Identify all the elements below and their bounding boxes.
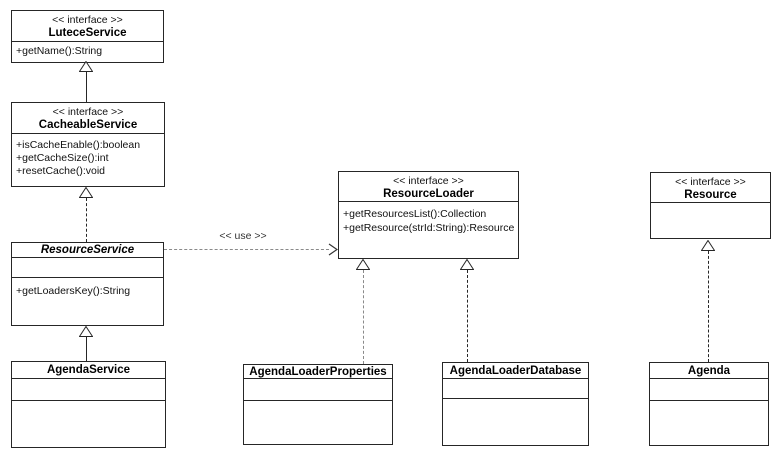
- class-header: AgendaLoaderProperties: [244, 365, 392, 379]
- methods-compartment: +isCacheEnable():boolean +getCacheSize()…: [12, 134, 164, 178]
- method-label: +getCacheSize():int: [16, 152, 109, 164]
- attributes-compartment: [12, 379, 165, 401]
- realization-line-agenda-loader-properties: [363, 270, 364, 364]
- class-name-label: AgendaLoaderDatabase: [449, 364, 582, 377]
- dependency-line-use: [164, 249, 329, 250]
- realization-line-resource-service-to-cacheable: [86, 198, 87, 242]
- methods-compartment: +getResourcesList():Collection +getResou…: [339, 202, 518, 235]
- methods-compartment: [244, 401, 392, 406]
- generalization-triangle-lutece-service: [79, 61, 93, 72]
- class-header: << interface >> CacheableService: [12, 103, 164, 134]
- class-header: << interface >> LuteceService: [12, 11, 163, 42]
- stereotype-label: << interface >>: [393, 175, 464, 187]
- class-header: AgendaService: [12, 362, 165, 379]
- realization-triangle-resource-loader-right: [460, 259, 474, 270]
- realization-triangle-resource-loader-left: [356, 259, 370, 270]
- class-name-label: AgendaLoaderProperties: [249, 365, 387, 378]
- stereotype-label: << interface >>: [675, 176, 746, 188]
- realization-triangle-cacheable-service: [79, 187, 93, 198]
- class-name-label: ResourceService: [40, 243, 135, 256]
- stereotype-label: << interface >>: [52, 14, 123, 26]
- class-box-agenda: Agenda: [649, 362, 769, 446]
- methods-compartment: [650, 401, 768, 406]
- realization-triangle-resource: [701, 240, 715, 251]
- method-label: +getName():String: [16, 45, 103, 57]
- class-box-cacheable-service: << interface >> CacheableService +isCach…: [11, 102, 165, 187]
- class-header: << interface >> Resource: [651, 173, 770, 203]
- dependency-arrowhead-use: [328, 243, 338, 256]
- class-name-label: ResourceLoader: [383, 188, 474, 200]
- class-box-agenda-loader-database: AgendaLoaderDatabase: [442, 362, 589, 446]
- method-label: +resetCache():void: [16, 165, 105, 177]
- class-name-label: AgendaService: [46, 364, 131, 376]
- method-label: +getResourcesList():Collection: [343, 208, 487, 220]
- class-header: << interface >> ResourceLoader: [339, 172, 518, 202]
- attributes-compartment: [443, 379, 588, 399]
- attributes-compartment: [650, 379, 768, 401]
- stereotype-label: << interface >>: [52, 106, 124, 118]
- class-box-agenda-service: AgendaService: [11, 361, 166, 448]
- class-name-label: LuteceService: [48, 27, 127, 39]
- method-label: +getLoadersKey():String: [16, 285, 131, 297]
- method-label: +getResource(strId:String):Resource: [343, 222, 515, 234]
- use-stereotype-label: << use >>: [219, 230, 267, 242]
- methods-compartment: [12, 401, 165, 406]
- generalization-line-agenda-service-to-resource-service: [86, 337, 87, 361]
- generalization-triangle-resource-service: [79, 326, 93, 337]
- methods-compartment: +getLoadersKey():String: [12, 278, 163, 298]
- attributes-compartment: [12, 258, 163, 278]
- class-name-label: Agenda: [687, 364, 731, 377]
- methods-compartment: [443, 399, 588, 404]
- realization-line-agenda-to-resource: [708, 251, 709, 362]
- class-box-lutece-service: << interface >> LuteceService +getName()…: [11, 10, 164, 63]
- class-box-agenda-loader-properties: AgendaLoaderProperties: [243, 364, 393, 445]
- class-name-label: CacheableService: [38, 119, 138, 131]
- class-name-label: Resource: [684, 189, 737, 201]
- class-header: AgendaLoaderDatabase: [443, 363, 588, 379]
- class-header: ResourceService: [12, 243, 163, 258]
- realization-line-agenda-loader-database: [467, 270, 468, 362]
- methods-compartment: +getName():String: [12, 42, 163, 58]
- generalization-line-cacheable-to-lutece: [86, 72, 87, 102]
- methods-compartment: [651, 203, 770, 208]
- class-box-resource-service: ResourceService +getLoadersKey():String: [11, 242, 164, 326]
- class-box-resource-loader: << interface >> ResourceLoader +getResou…: [338, 171, 519, 259]
- class-header: Agenda: [650, 363, 768, 379]
- method-label: +isCacheEnable():boolean: [16, 139, 141, 151]
- attributes-compartment: [244, 379, 392, 401]
- class-box-resource: << interface >> Resource: [650, 172, 771, 239]
